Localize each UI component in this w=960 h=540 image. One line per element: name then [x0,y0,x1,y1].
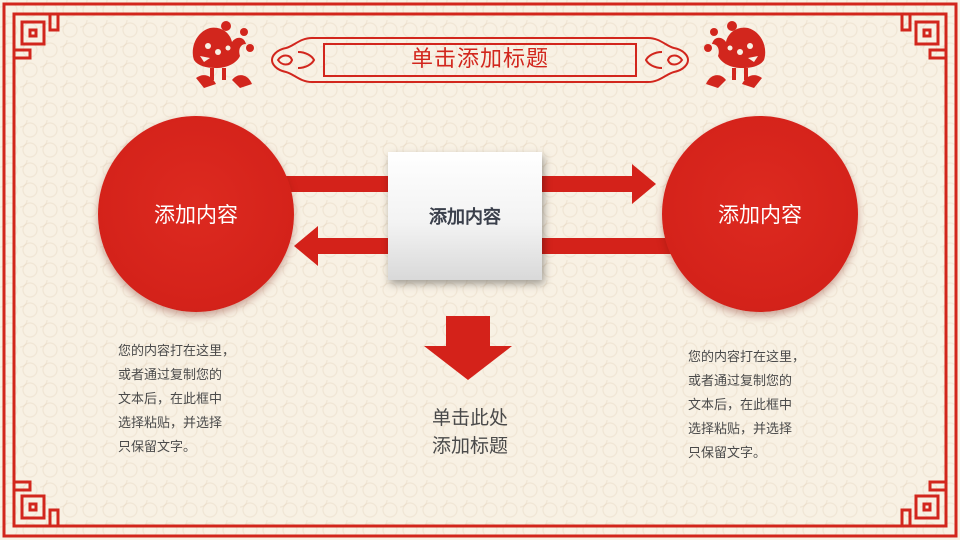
bottom-caption[interactable]: 单击此处 添加标题 [431,407,508,457]
left-paragraph[interactable]: 您的内容打在这里， 或者通过复制您的 文本后，在此框中 选择粘贴，并选择 只保留… [118,344,236,455]
title-plaque [270,37,690,83]
left-circle-label: 添加内容 [154,203,238,227]
right-circle-label: 添加内容 [718,203,802,227]
rooster-papercut-icon [192,21,254,88]
left-circle[interactable]: 添加内容 [98,116,294,312]
right-paragraph[interactable]: 您的内容打在这里， 或者通过复制您的 文本后，在此框中 选择粘贴，并选择 只保留… [688,350,806,461]
down-arrow-icon [424,316,512,380]
right-circle[interactable]: 添加内容 [662,116,858,312]
center-content-box[interactable]: 添加内容 [388,152,542,280]
center-box-label: 添加内容 [429,207,501,228]
rooster-papercut-icon [704,21,766,88]
slide-title[interactable]: 单击添加标题 [410,47,549,72]
